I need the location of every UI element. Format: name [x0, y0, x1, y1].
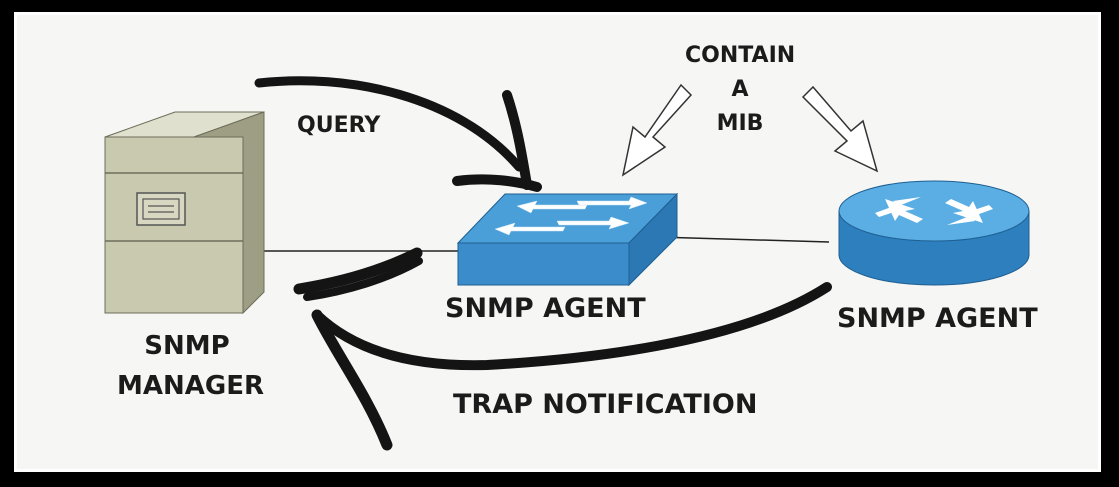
- switch-icon: [456, 192, 679, 287]
- link-switch-router: [656, 236, 830, 243]
- router-icon: [838, 180, 1030, 286]
- diagram-canvas: QUERY CONTAIN A MIB SNMP AGENT SNMP AGEN…: [14, 12, 1101, 472]
- manager-label-line2: MANAGER: [117, 371, 264, 401]
- trap-notification-label: TRAP NOTIFICATION: [453, 389, 758, 420]
- contain-label-line3: MIB: [716, 111, 764, 136]
- hollow-arrow-icon: [621, 83, 879, 177]
- query-label: QUERY: [297, 113, 381, 138]
- router-agent-label: SNMP AGENT: [837, 303, 1038, 334]
- diagram-graphics: [104, 76, 1030, 451]
- contain-label-line1: CONTAIN: [685, 43, 796, 68]
- server-icon: [104, 111, 265, 314]
- query-arrow: [254, 76, 542, 192]
- switch-agent-label: SNMP AGENT: [445, 293, 646, 324]
- manager-label-line1: SNMP: [144, 331, 230, 361]
- trap-arrow: [293, 247, 832, 451]
- contain-label-line2: A: [731, 77, 749, 102]
